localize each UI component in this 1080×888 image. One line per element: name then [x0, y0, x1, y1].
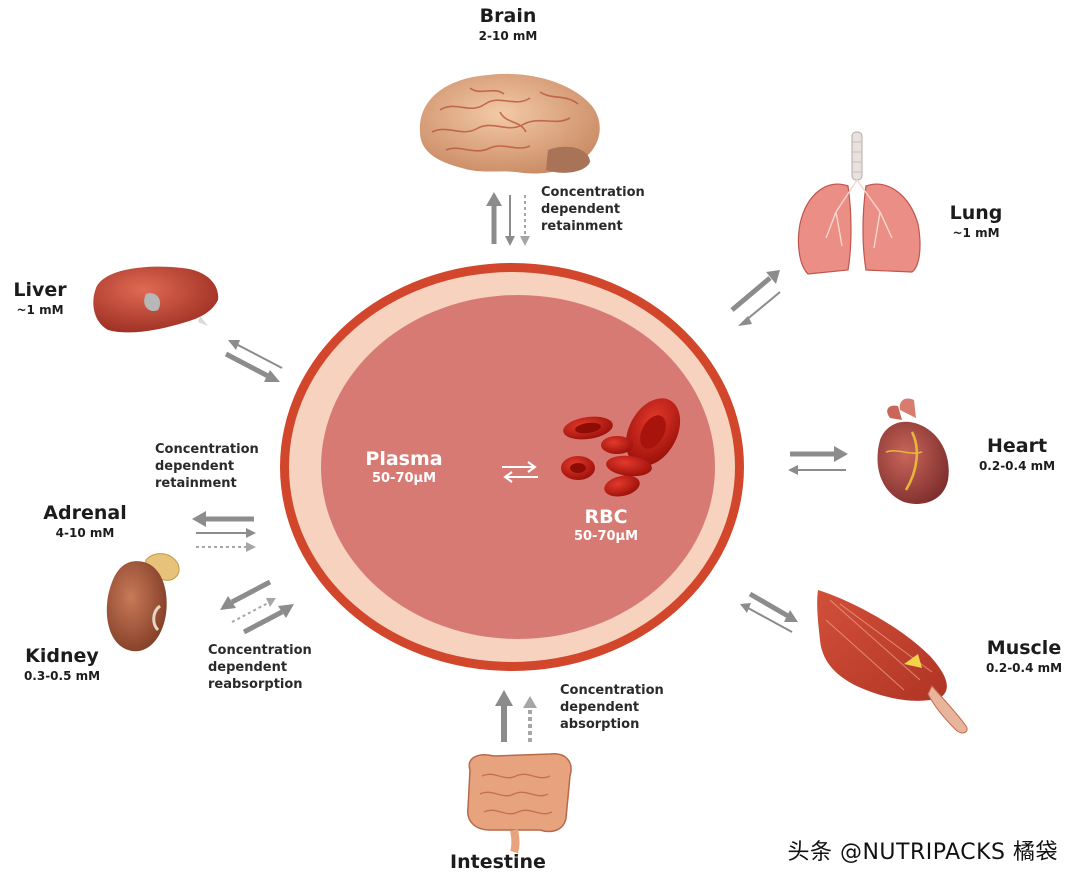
intestine-note-line-3: absorption	[560, 716, 640, 732]
watermark: 头条 @NUTRIPACKS 橘袋	[787, 840, 1058, 865]
muscle-exchange-arrows	[740, 591, 798, 633]
rbc-concentration: 50-70μM	[573, 528, 639, 544]
adrenal-concentration: 4-10 mM	[55, 525, 115, 540]
brain-note-line-1: Concentration	[541, 185, 645, 200]
plasma-name: Plasma	[365, 448, 443, 470]
rbc-icon	[561, 398, 681, 497]
adrenal-note-line-3: retainment	[155, 475, 237, 491]
brain-concentration: 2-10 mM	[478, 28, 538, 43]
adrenal-name: Adrenal	[43, 502, 127, 524]
kidney-name: Kidney	[25, 645, 99, 667]
liver-label: Liver ~1 mM	[4, 279, 76, 318]
intestine-label: Intestine	[440, 851, 556, 874]
kidney-note-line-3: reabsorption	[208, 676, 303, 692]
rbc-label: RBC 50-70μM	[556, 506, 656, 544]
heart-icon	[877, 398, 949, 504]
intestine-icon	[467, 753, 572, 854]
kidney-concentration: 0.3-0.5 mM	[23, 668, 101, 683]
intestine-note-line-2: dependent	[560, 699, 640, 715]
intestine-note-line-1: Concentration	[560, 683, 664, 698]
heart-concentration: 0.2-0.4 mM	[978, 458, 1056, 473]
kidney-label: Kidney 0.3-0.5 mM	[10, 645, 114, 684]
kidney-note-line-1: Concentration	[208, 643, 312, 658]
lung-name: Lung	[949, 202, 1003, 224]
lung-concentration: ~1 mM	[952, 225, 1000, 240]
plasma-concentration: 50-70μM	[371, 470, 437, 486]
intestine-note: Concentration dependent absorption	[560, 683, 664, 734]
heart-name: Heart	[986, 435, 1048, 457]
muscle-concentration: 0.2-0.4 mM	[985, 660, 1063, 675]
adrenal-note-line-1: Concentration	[155, 442, 259, 457]
heart-exchange-arrows	[788, 446, 848, 475]
liver-exchange-arrows	[224, 340, 283, 382]
muscle-icon	[817, 590, 968, 734]
adrenal-note: Concentration dependent retainment	[155, 442, 259, 493]
liver-name: Liver	[13, 279, 67, 301]
brain-note-line-3: retainment	[541, 218, 623, 234]
adrenal-note-line-2: dependent	[155, 458, 235, 474]
kidney-exchange-arrows	[220, 579, 294, 635]
rbc-name: RBC	[584, 506, 628, 528]
adrenal-label: Adrenal 4-10 mM	[30, 502, 140, 541]
lung-icon	[797, 131, 921, 275]
adrenal-exchange-arrows	[192, 511, 256, 552]
plasma-label: Plasma 50-70μM	[352, 448, 456, 486]
muscle-name: Muscle	[986, 637, 1062, 659]
kidney-note-line-2: dependent	[208, 659, 288, 675]
lung-label: Lung ~1 mM	[932, 202, 1020, 241]
kidney-note: Concentration dependent reabsorption	[208, 643, 312, 694]
intestine-exchange-arrows	[495, 690, 537, 742]
brain-note: Concentration dependent retainment	[541, 185, 645, 236]
plasma-rbc-exchange-arrows	[502, 461, 538, 483]
muscle-label: Muscle 0.2-0.4 mM	[972, 637, 1076, 676]
brain-label: Brain 2-10 mM	[458, 5, 558, 44]
liver-concentration: ~1 mM	[16, 302, 64, 317]
brain-exchange-arrows	[486, 192, 530, 246]
liver-icon	[93, 266, 219, 333]
brain-icon	[419, 73, 600, 174]
brain-note-line-2: dependent	[541, 201, 621, 217]
kidney-icon	[106, 561, 167, 652]
heart-label: Heart 0.2-0.4 mM	[962, 435, 1072, 474]
lung-exchange-arrows	[730, 270, 781, 326]
brain-name: Brain	[479, 5, 537, 27]
intestine-name: Intestine	[450, 851, 546, 873]
